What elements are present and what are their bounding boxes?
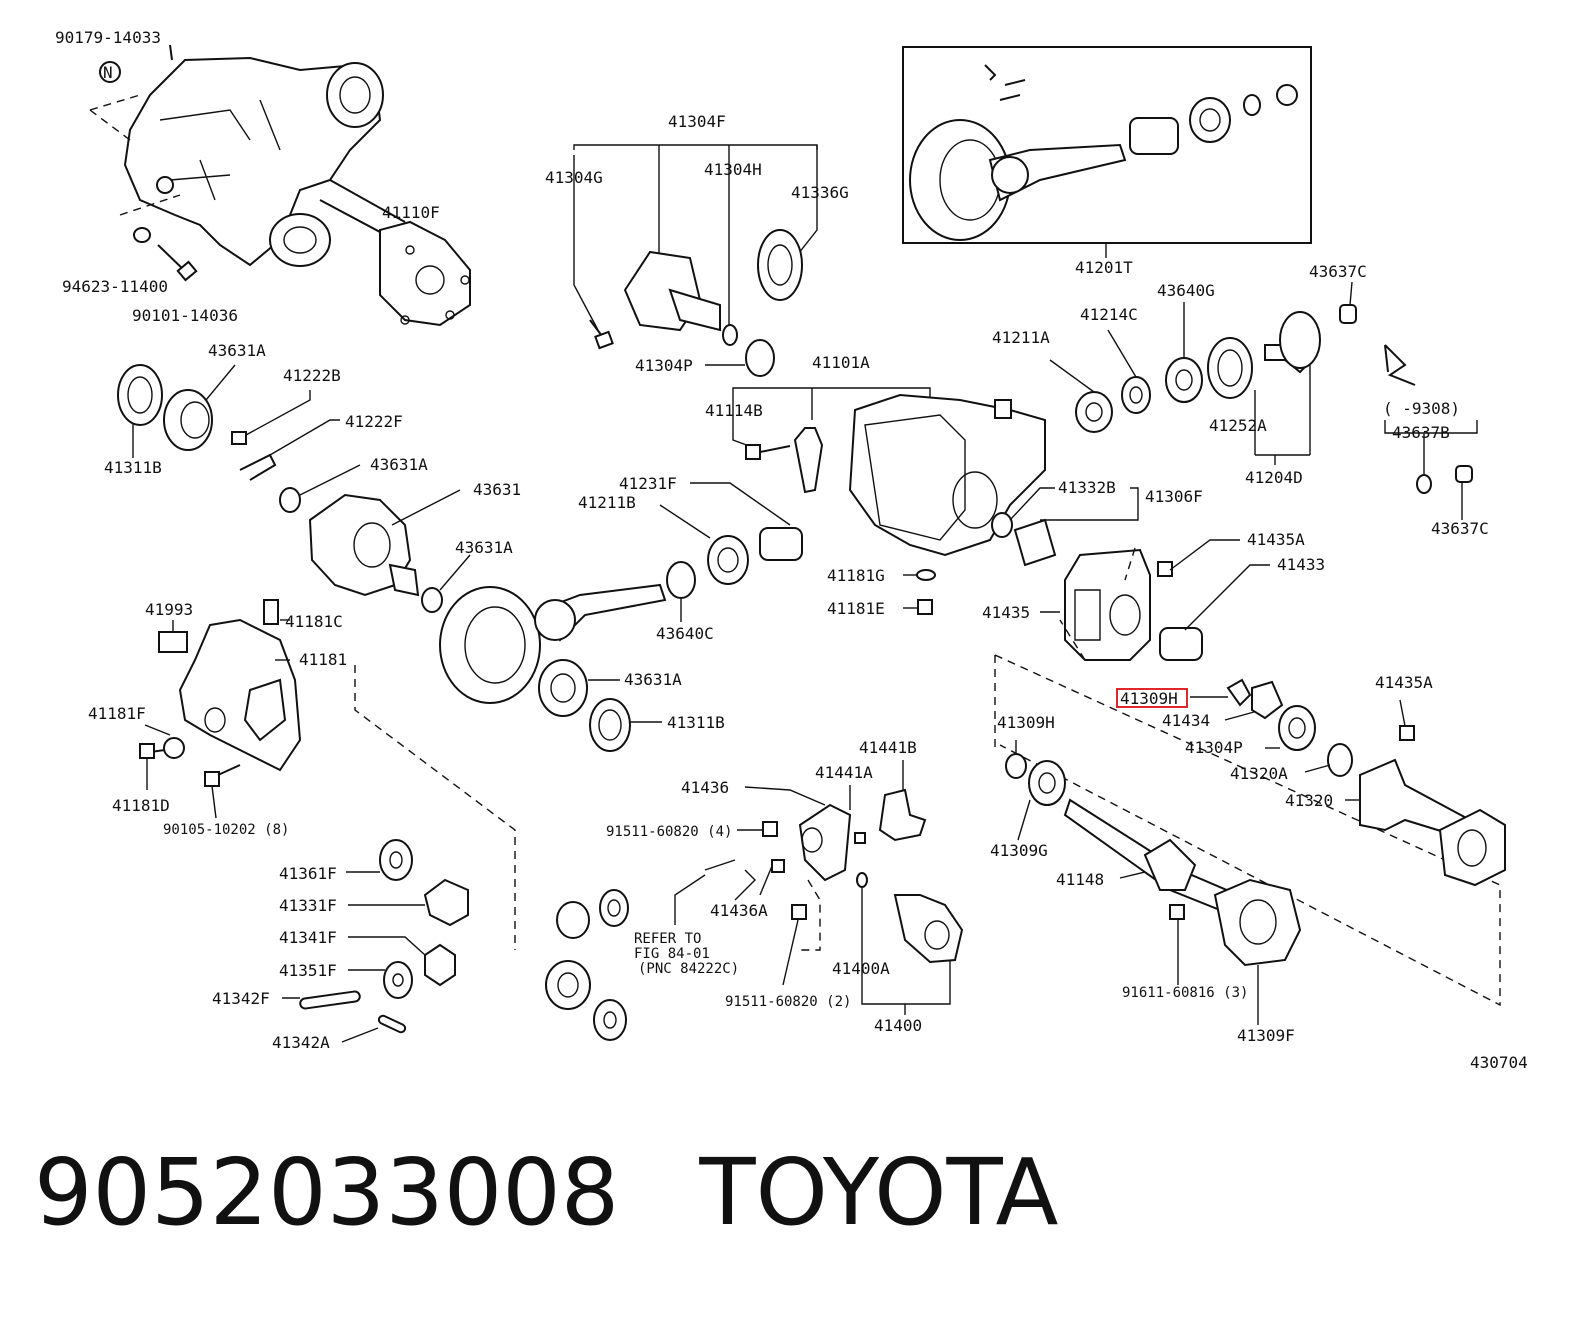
part-label[interactable]: 43631A [624, 670, 682, 689]
part-number: 9052033008 [34, 1139, 620, 1246]
part-label[interactable]: 43631A [370, 455, 428, 474]
part-label[interactable]: 41311B [104, 458, 162, 477]
part-label[interactable]: 41435A [1375, 673, 1433, 692]
part-label[interactable]: 41110F [382, 203, 440, 222]
part-label[interactable]: 90101-14036 [132, 306, 238, 325]
ring-pinion-set-box-drawing [902, 46, 1312, 258]
highlighted-part-label[interactable]: 41309H [1120, 689, 1178, 708]
part-label[interactable]: 41181F [88, 704, 146, 723]
part-label[interactable]: 41304F [668, 112, 726, 131]
part-label[interactable]: 43637C [1309, 262, 1367, 281]
part-label[interactable]: 41435A [1247, 530, 1305, 549]
figure-id-label: 430704 [1470, 1053, 1528, 1072]
part-label[interactable]: 41400 [874, 1016, 922, 1035]
part-label[interactable]: 41341F [279, 928, 337, 947]
part-label[interactable]: 41400A [832, 959, 890, 978]
part-label[interactable]: 41201T [1075, 258, 1133, 277]
pinion-bearing-drawing [903, 487, 1139, 615]
part-label[interactable]: (PNC 84222C) [638, 961, 739, 977]
part-label[interactable]: 41342F [212, 989, 270, 1008]
right-flange-drawing [1049, 281, 1478, 520]
part-label[interactable]: 41304H [704, 160, 762, 179]
part-label[interactable]: 41993 [145, 600, 193, 619]
part-label[interactable]: 41309H [997, 713, 1055, 732]
part-label[interactable]: 41306F [1145, 487, 1203, 506]
part-label[interactable]: 41181E [827, 599, 885, 618]
part-label[interactable]: REFER TO [634, 931, 701, 947]
left-seal-bearing-drawing [117, 364, 361, 513]
part-label[interactable]: 41441B [859, 738, 917, 757]
part-label[interactable]: 41320A [1230, 764, 1288, 783]
brand-name: TOYOTA [699, 1139, 1059, 1246]
part-label[interactable]: 43637B [1392, 423, 1450, 442]
part-label[interactable]: 41309F [1237, 1026, 1295, 1045]
part-label[interactable]: 91511-60820 (4) [606, 824, 732, 840]
part-label[interactable]: 41320 [1285, 791, 1333, 810]
part-label[interactable]: 41311B [667, 713, 725, 732]
dashed-outline-left [354, 665, 516, 950]
differential-gears-drawing [282, 839, 469, 1043]
ring-gear-drawing [439, 482, 803, 752]
part-label[interactable]: 91511-60820 (2) [725, 994, 851, 1010]
part-label[interactable]: 90179-14033 [55, 28, 161, 47]
part-label[interactable]: 41304G [545, 168, 603, 187]
part-label[interactable]: 41434 [1162, 711, 1210, 730]
part-label[interactable]: 41342A [272, 1033, 330, 1052]
axle-housing-assembly-drawing [89, 44, 471, 327]
part-label[interactable]: 91611-60816 (3) [1122, 985, 1248, 1001]
part-label[interactable]: 41361F [279, 864, 337, 883]
part-label[interactable]: N [103, 63, 113, 82]
part-label[interactable]: 41181C [285, 612, 343, 631]
left-bracket-drawing [139, 599, 302, 819]
part-label[interactable]: 41181D [112, 796, 170, 815]
part-label[interactable]: 41214C [1080, 305, 1138, 324]
part-label[interactable]: 41231F [619, 474, 677, 493]
part-label[interactable]: 41436 [681, 778, 729, 797]
part-label[interactable]: 41436A [710, 901, 768, 920]
part-label[interactable]: 41332B [1058, 478, 1116, 497]
extension-housing-drawing [1040, 539, 1270, 661]
part-label[interactable]: 43640G [1157, 281, 1215, 300]
part-label[interactable]: 43631A [208, 341, 266, 360]
part-label[interactable]: 41441A [815, 763, 873, 782]
part-label[interactable]: 41204D [1245, 468, 1303, 487]
part-label[interactable]: 41114B [705, 401, 763, 420]
part-label[interactable]: 41433 [1277, 555, 1325, 574]
part-label[interactable]: 41211B [578, 493, 636, 512]
part-label[interactable]: 41181G [827, 566, 885, 585]
companion-flange-drawing [573, 144, 818, 377]
part-label[interactable]: 41252A [1209, 416, 1267, 435]
part-label[interactable]: 41148 [1056, 870, 1104, 889]
part-label[interactable]: 41304P [1185, 738, 1243, 757]
part-label[interactable]: 41309G [990, 841, 1048, 860]
tube-41320-drawing [1345, 758, 1506, 887]
part-label[interactable]: 41331F [279, 896, 337, 915]
part-label[interactable]: 41336G [791, 183, 849, 202]
shaft-41148-drawing [1005, 740, 1302, 1025]
dashed-outline-right [994, 654, 1501, 1007]
part-label[interactable]: 43640C [656, 624, 714, 643]
footer-caption: 9052033008 TOYOTA [34, 1138, 1059, 1248]
pinion-gear-drawing [1190, 678, 1415, 777]
part-label[interactable]: 41222F [345, 412, 403, 431]
part-label[interactable]: ( -9308) [1383, 399, 1460, 418]
part-label[interactable]: 41222B [283, 366, 341, 385]
part-label[interactable]: 41304P [635, 356, 693, 375]
part-label[interactable]: 41181 [299, 650, 347, 669]
part-label[interactable]: 41435 [982, 603, 1030, 622]
highlight-box [1116, 688, 1188, 708]
part-label[interactable]: FIG 84-01 [634, 946, 710, 962]
part-label[interactable]: 90105-10202 (8) [163, 822, 289, 838]
part-label[interactable]: 43637C [1431, 519, 1489, 538]
actuator-drawing [545, 760, 964, 1041]
part-label[interactable]: 41101A [812, 353, 870, 372]
part-label[interactable]: 41211A [992, 328, 1050, 347]
differential-case-drawing [308, 489, 471, 613]
part-label[interactable]: 94623-11400 [62, 277, 168, 296]
part-label[interactable]: 41351F [279, 961, 337, 980]
part-label[interactable]: 43631A [455, 538, 513, 557]
part-labels: 90179-14033 N 41110F 94623-11400 90101-1… [55, 28, 1528, 1072]
part-label[interactable]: 43631 [473, 480, 521, 499]
